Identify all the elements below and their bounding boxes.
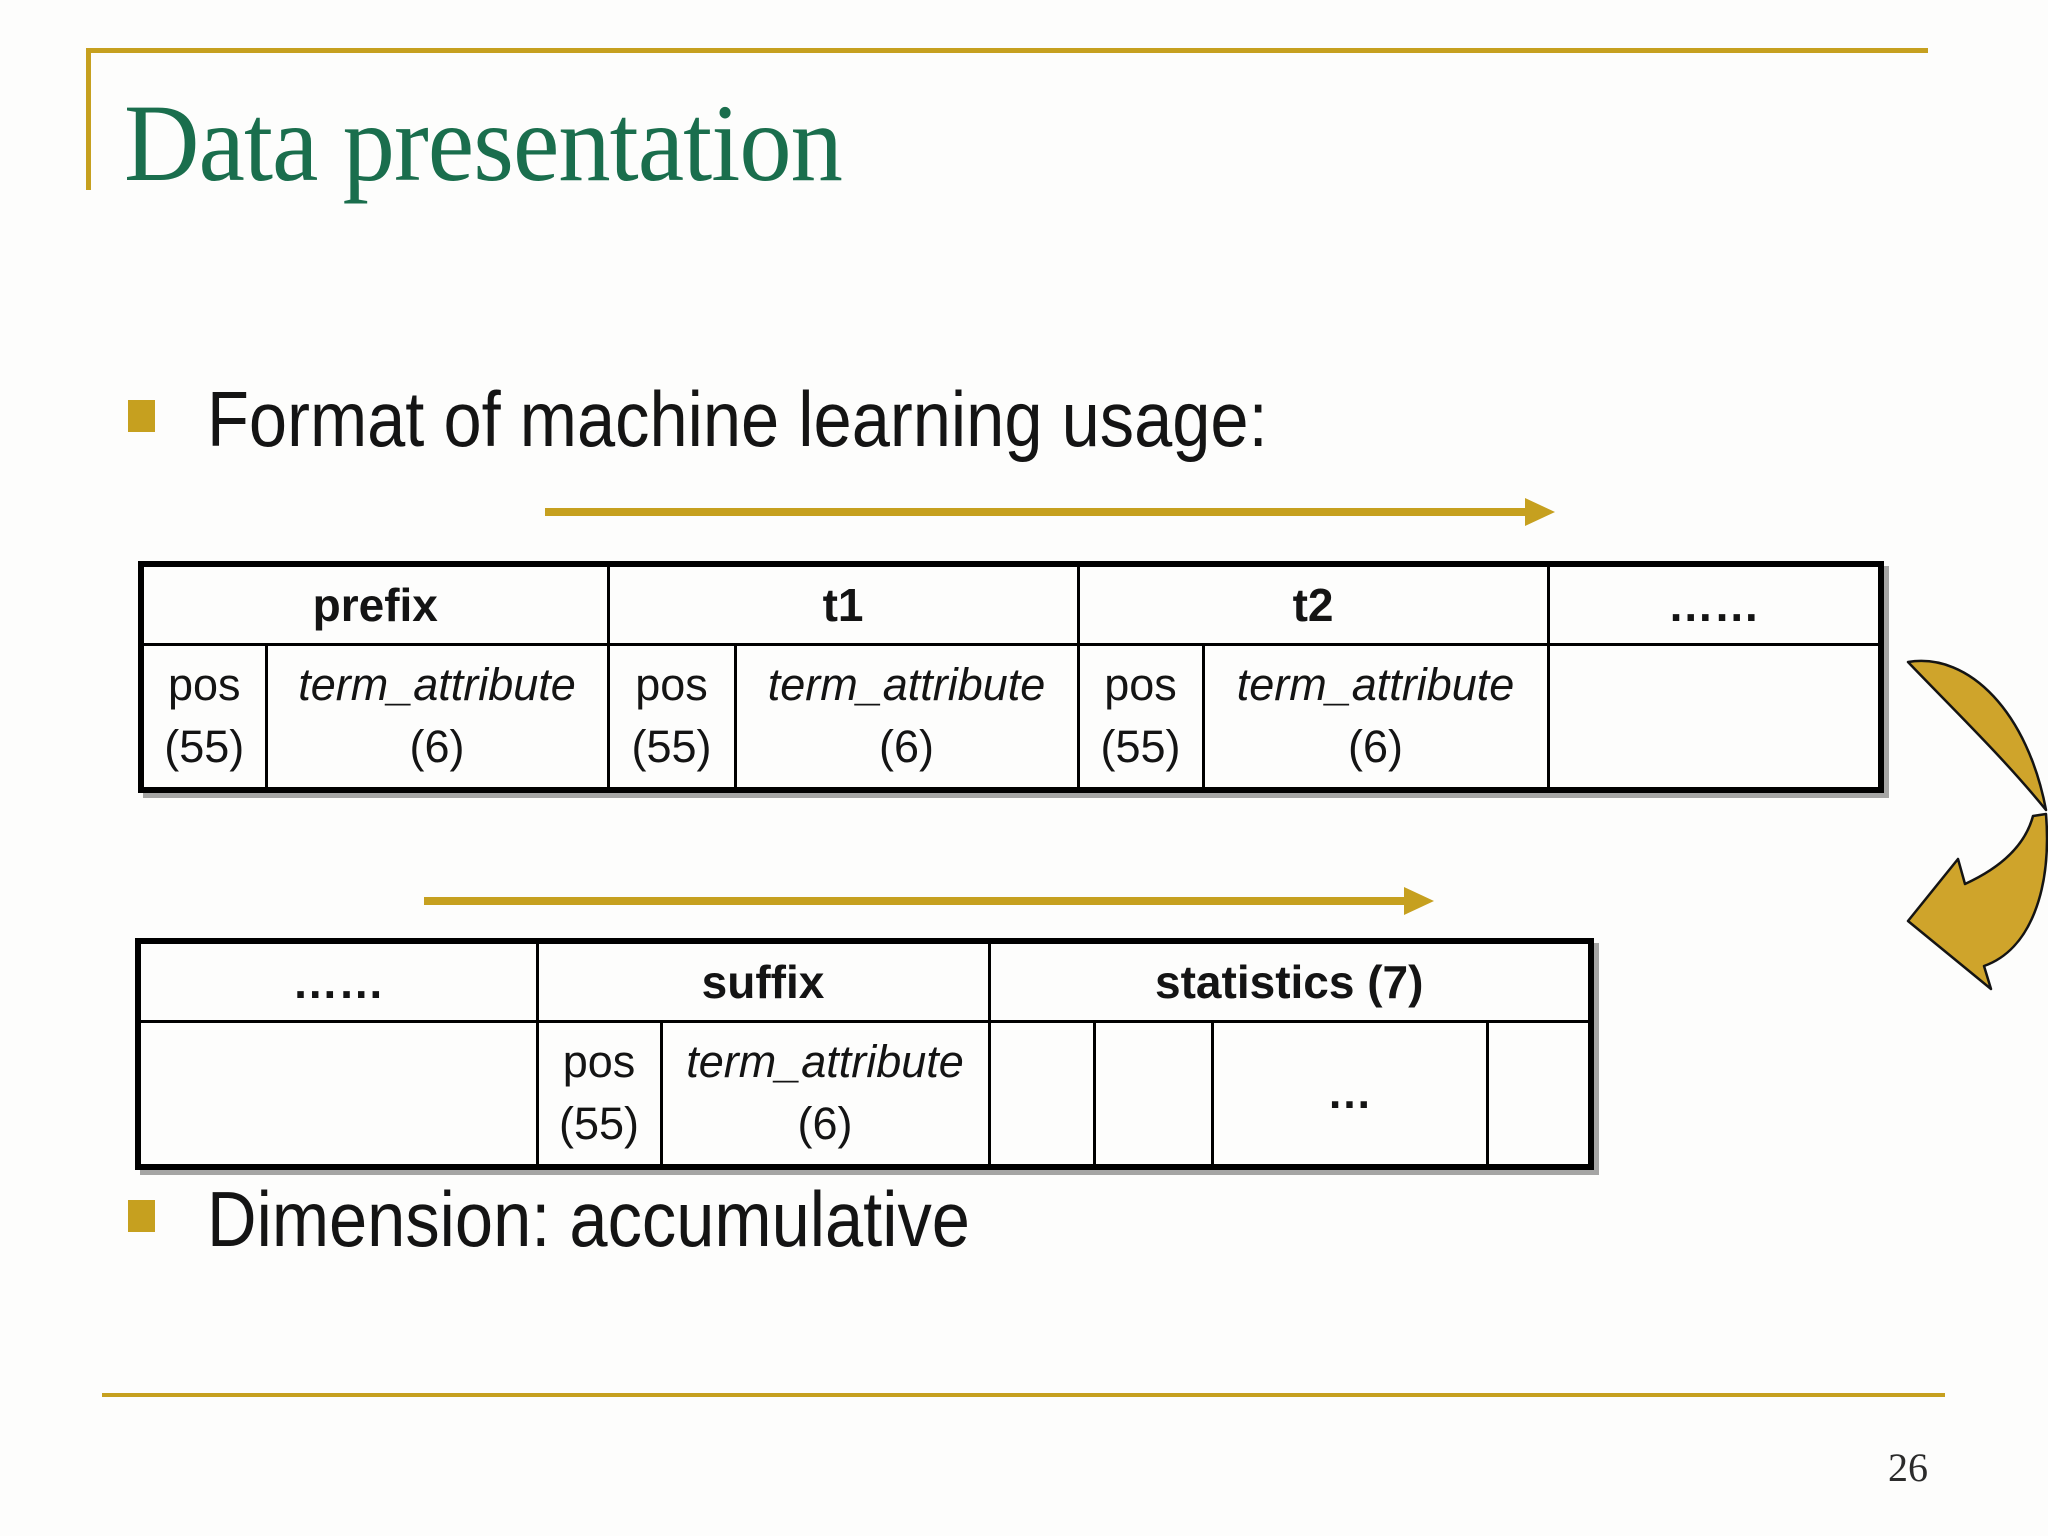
term-attribute-dim: (6): [879, 721, 935, 773]
suffix-table-header-suffix: suffix: [535, 939, 991, 1023]
cell-empty: [1092, 1019, 1214, 1169]
bullet-format-label: Format of machine learning usage:: [207, 375, 1268, 463]
cell-pos: pos (55): [139, 642, 268, 792]
suffix-table: …… suffix statistics (7) pos (55) term_a…: [135, 938, 1594, 1170]
suffix-table-header-row: …… suffix statistics (7): [136, 939, 1593, 1023]
format-table-header-t2: t2: [1076, 562, 1550, 646]
suffix-table-header-ellipsis: ……: [136, 939, 539, 1023]
pos-label: pos: [1104, 659, 1177, 711]
cell-term-attribute: term_attribute (6): [733, 642, 1080, 792]
format-table-data-row: pos (55) term_attribute (6) pos (55) ter…: [139, 642, 1883, 792]
pos-dim: (55): [631, 721, 712, 773]
pos-dim: (55): [1100, 721, 1181, 773]
cell-empty: [1546, 642, 1883, 792]
page-title: Data presentation: [124, 82, 843, 204]
cell-empty: [987, 1019, 1096, 1169]
term-attribute-dim: (6): [797, 1098, 853, 1150]
cell-empty: [1485, 1019, 1593, 1169]
cell-term-attribute: term_attribute (6): [1201, 642, 1550, 792]
curved-uturn-arrow-icon: [1906, 659, 2048, 991]
pos-label: pos: [562, 1036, 636, 1088]
cell-empty: [136, 1019, 539, 1169]
top-rule-line: [86, 48, 1928, 53]
bullet-dimension-label: Dimension: accumulative: [207, 1175, 970, 1263]
cell-pos: pos (55): [535, 1019, 663, 1169]
bottom-rule-line: [102, 1393, 1945, 1397]
pos-dim: (55): [164, 721, 245, 773]
cell-term-attribute: term_attribute (6): [264, 642, 610, 792]
term-attribute-dim: (6): [1348, 721, 1404, 773]
term-attribute-label: term_attribute: [298, 659, 576, 711]
suffix-table-header-statistics: statistics (7): [987, 939, 1593, 1023]
suffix-table-data-row: pos (55) term_attribute (6) …: [136, 1019, 1593, 1169]
cell-term-attribute: term_attribute (6): [659, 1019, 991, 1169]
right-arrow-icon: [424, 887, 1434, 915]
format-table: prefix t1 t2 …… pos (55) term_attribute …: [138, 561, 1885, 793]
cell-pos: pos (55): [606, 642, 737, 792]
pos-label: pos: [167, 659, 241, 711]
bullet-square-icon: [128, 400, 155, 432]
cell-pos: pos (55): [1076, 642, 1205, 792]
right-arrow-icon: [545, 498, 1555, 526]
term-attribute-label: term_attribute: [686, 1036, 964, 1088]
format-table-header-row: prefix t1 t2 ……: [139, 562, 1883, 646]
format-table-header-ellipsis: ……: [1546, 562, 1883, 646]
cell-statistics-ellipsis: …: [1210, 1019, 1489, 1169]
format-table-header-t1: t1: [606, 562, 1080, 646]
page-number: 26: [1888, 1445, 1928, 1490]
term-attribute-label: term_attribute: [767, 659, 1046, 711]
term-attribute-dim: (6): [409, 721, 465, 773]
term-attribute-label: term_attribute: [1236, 659, 1515, 711]
pos-label: pos: [635, 659, 708, 711]
left-rule-line: [86, 48, 91, 190]
pos-dim: (55): [558, 1098, 640, 1150]
format-table-header-prefix: prefix: [139, 562, 610, 646]
bullet-square-icon: [128, 1200, 155, 1232]
